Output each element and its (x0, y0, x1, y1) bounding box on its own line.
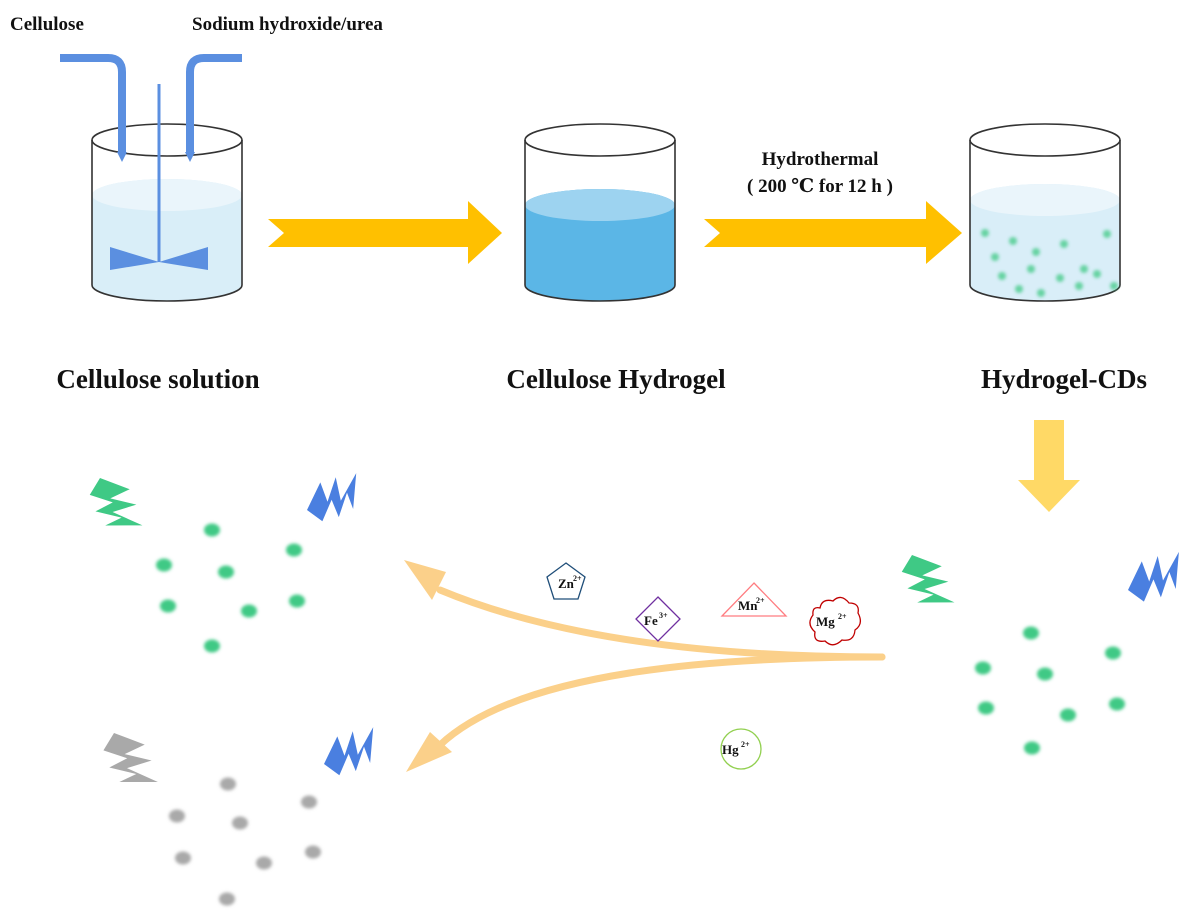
carbon-dot (991, 253, 999, 261)
quenched-dot-gray (301, 795, 317, 809)
cellulose-hydrogel-label: Cellulose Hydrogel (506, 364, 726, 394)
lightning-bolt-green-icon (89, 478, 143, 526)
lightning-bolt-blue-icon (1128, 551, 1179, 602)
cellulose-input-label: Cellulose (10, 14, 84, 35)
mg-ion-cloud: Mg 2+ (809, 596, 862, 646)
carbon-dot (1060, 240, 1068, 248)
lightning-bolt-blue-icon (307, 473, 357, 522)
stirrer (110, 84, 208, 270)
hydrothermal-conditions-label: ( 200 ℃ for 12 h ) (747, 176, 893, 197)
fluorescent-dot-green (1024, 741, 1040, 755)
fluorescent-dot-green (156, 558, 172, 572)
fluorescent-dot-green (1037, 667, 1053, 681)
response-curves (404, 560, 886, 772)
svg-text:Mn: Mn (738, 598, 758, 613)
svg-text:Hg: Hg (722, 742, 739, 757)
quenched-dot-gray (219, 892, 235, 906)
lightning-bolt-gray-icon (103, 733, 158, 783)
hg-ion-circle: Hg 2+ (720, 728, 762, 770)
fluorescent-dot-green (1060, 708, 1076, 722)
quenched-dot-gray (169, 809, 185, 823)
quenched-dot-gray (256, 856, 272, 870)
quenched-dot-gray (220, 777, 236, 791)
svg-text:2+: 2+ (741, 740, 750, 749)
carbon-dot (1027, 265, 1035, 273)
fluorescent-dot-green (160, 599, 176, 613)
carbon-dot (1093, 270, 1101, 278)
lightning-bolt-blue-icon (324, 727, 374, 776)
svg-text:3+: 3+ (659, 611, 668, 620)
svg-text:Zn: Zn (558, 576, 575, 591)
mn-ion-triangle: Mn 2+ (720, 582, 788, 617)
fe-ion-diamond: Fe 3+ (635, 596, 681, 642)
fluorescent-dot-green (975, 661, 991, 675)
fluorescent-dot-green (286, 543, 302, 557)
carbon-dot (1080, 265, 1088, 273)
fluorescent-dot-green (218, 565, 234, 579)
carbon-dot (998, 272, 1006, 280)
down-arrow (1018, 420, 1080, 512)
carbon-dot (1075, 282, 1083, 290)
carbon-dot (981, 229, 989, 237)
carbon-dot (1110, 282, 1118, 290)
carbon-dot (1009, 237, 1017, 245)
carbon-dots-in-beaker (981, 229, 1118, 297)
sodium-hydroxide-urea-label: Sodium hydroxide/urea (192, 14, 383, 35)
svg-text:2+: 2+ (838, 612, 847, 621)
carbon-dot (1103, 230, 1111, 238)
svg-text:Mg: Mg (816, 614, 835, 629)
fluorescent-dot-green (1105, 646, 1121, 660)
svg-text:2+: 2+ (573, 574, 582, 583)
cellulose-pipe (60, 54, 126, 152)
fluorescent-dot-green (241, 604, 257, 618)
carbon-dot (1056, 274, 1064, 282)
cellulose-solution-label: Cellulose solution (56, 364, 259, 394)
quenched-dot-gray (232, 816, 248, 830)
svg-text:2+: 2+ (756, 596, 765, 605)
hydrogel-cds-label: Hydrogel-CDs (981, 364, 1147, 394)
fluorescent-dot-green (1023, 626, 1039, 640)
sodium-hydroxide-urea-pipe (186, 54, 242, 152)
carbon-dot (1015, 285, 1023, 293)
fluorescent-dot-green (978, 701, 994, 715)
fluorescent-dot-green (204, 523, 220, 537)
quenched-dot-gray (305, 845, 321, 859)
fluorescent-dot-green (204, 639, 220, 653)
quenched-dot-gray (175, 851, 191, 865)
beaker-cellulose-hydrogel (524, 123, 676, 302)
carbon-dot (1037, 289, 1045, 297)
svg-text:Fe: Fe (644, 613, 658, 628)
zn-ion-pentagon: Zn 2+ (546, 562, 586, 600)
process-arrow-2 (704, 201, 962, 264)
beaker-cellulose-solution (91, 123, 243, 302)
lightning-bolt-green-icon (901, 555, 955, 603)
process-arrow-1 (268, 201, 502, 264)
fluorescent-dot-green (1109, 697, 1125, 711)
carbon-dot (1032, 248, 1040, 256)
fluorescent-dot-green (289, 594, 305, 608)
hydrothermal-label: Hydrothermal (762, 149, 879, 170)
